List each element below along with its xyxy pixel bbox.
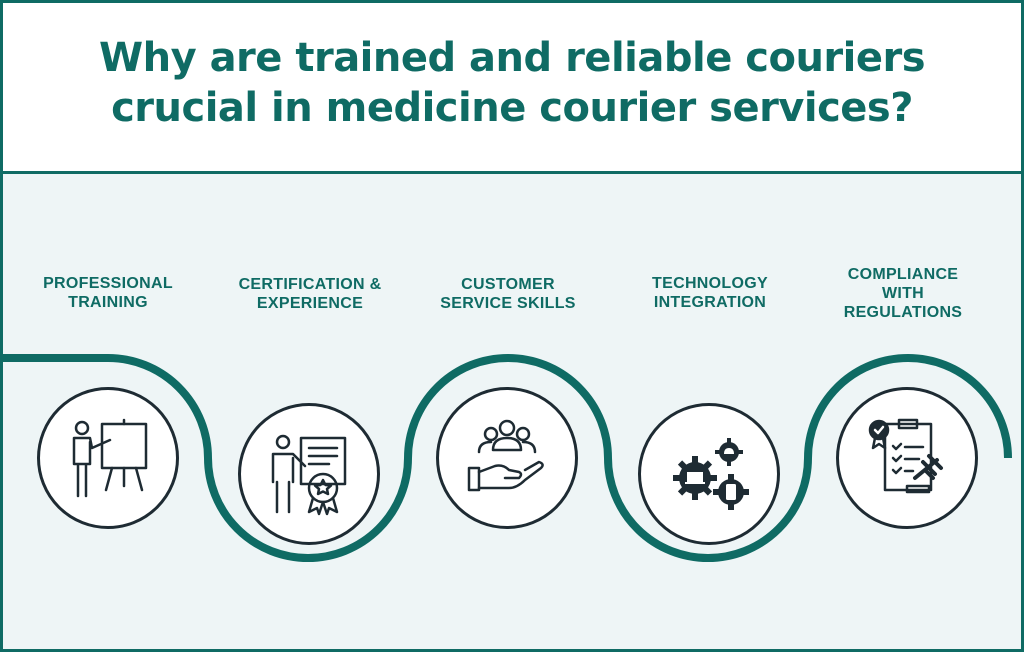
circle-customer-service-skills (436, 387, 578, 529)
customer-service-icon (467, 419, 544, 492)
circle-compliance-regulations (836, 387, 978, 529)
label-customer-service-skills: CUSTOMER SERVICE SKILLS (440, 276, 576, 312)
header: Why are trained and reliable couriers cr… (3, 3, 1021, 174)
title-line-1: Why are trained and reliable couriers (98, 35, 926, 81)
circle-certification-experience (238, 403, 380, 545)
content-area: PROFESSIONAL TRAINING CERTIFICATION & EX… (3, 174, 1021, 649)
wave-connector (3, 353, 1012, 563)
compliance-icon (868, 418, 943, 494)
gears-icon (673, 438, 749, 510)
circle-professional-training (37, 387, 179, 529)
label-technology-integration: TECHNOLOGY INTEGRATION (652, 275, 768, 311)
label-professional-training: PROFESSIONAL TRAINING (43, 275, 173, 311)
circle-technology-integration (638, 403, 780, 545)
page-title: Why are trained and reliable couriers cr… (3, 33, 1021, 133)
certificate-icon (271, 434, 347, 516)
label-compliance-regulations: COMPLIANCE WITH REGULATIONS (843, 266, 963, 321)
label-certification-experience: CERTIFICATION & EXPERIENCE (238, 276, 382, 312)
title-line-2: crucial in medicine courier services? (111, 85, 913, 131)
wave-path (3, 353, 1012, 563)
presentation-icon (72, 418, 148, 498)
